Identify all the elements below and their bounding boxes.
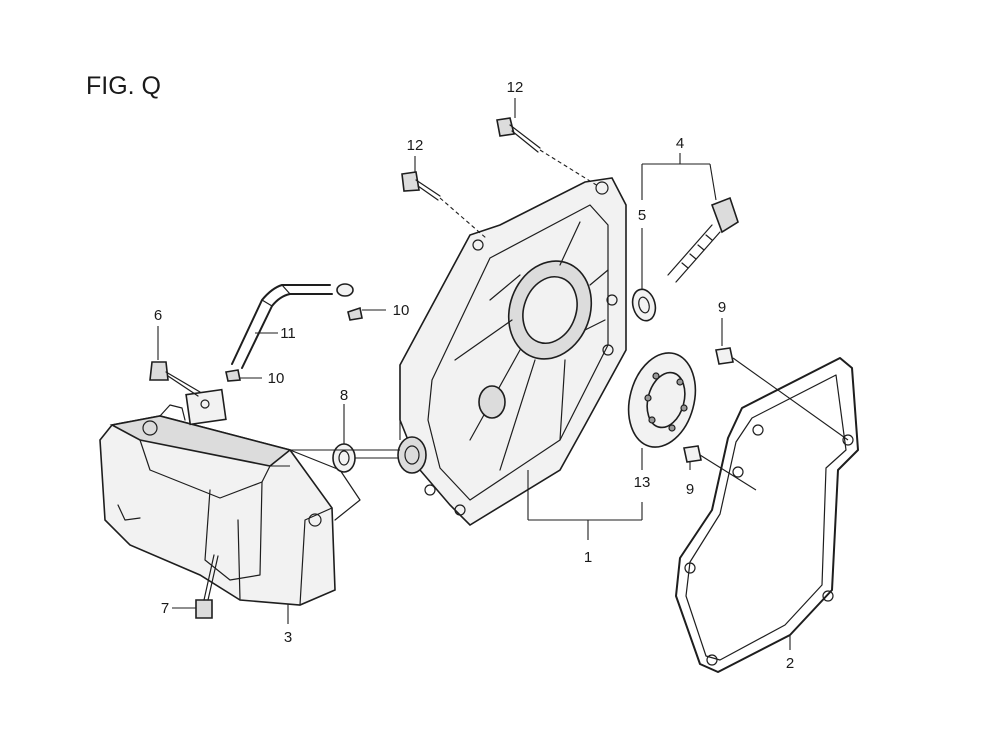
callout-labels: 1 2 3 4 5 6 7 8 9 9 10 10 11 12 12 13 (154, 79, 794, 672)
part-8-washer (332, 443, 356, 473)
part-12-bolt-upper (496, 117, 541, 153)
part-3-housing (99, 388, 361, 606)
callout-4: 4 (676, 135, 684, 152)
callout-12-lower: 12 (407, 137, 424, 154)
callout-12-upper: 12 (507, 79, 524, 96)
leader-lines (157, 98, 849, 650)
callout-2: 2 (786, 655, 794, 672)
part-9-pin-upper (715, 347, 734, 365)
part-10-clip-upper (347, 306, 363, 321)
part-4-dipstick (667, 196, 739, 283)
part-2-gasket (675, 357, 859, 673)
callout-5: 5 (638, 207, 646, 224)
callout-13: 13 (634, 474, 651, 491)
callout-9-upper: 9 (718, 299, 726, 316)
part-6-bolt (149, 361, 201, 397)
part-13-bearing (627, 352, 697, 448)
callout-8: 8 (340, 387, 348, 404)
part-1-crankcase-cover (397, 177, 627, 527)
callout-9-lower: 9 (686, 481, 694, 498)
callout-3: 3 (284, 629, 292, 646)
callout-11: 11 (280, 325, 296, 342)
callout-10-lower: 10 (268, 370, 285, 387)
callout-7: 7 (161, 600, 169, 617)
part-7-bolt (195, 554, 219, 619)
figure-title: FIG. Q (86, 72, 161, 100)
callout-1: 1 (584, 549, 592, 566)
part-10-clip-lower (225, 369, 241, 382)
callout-6: 6 (154, 307, 162, 324)
part-12-bolt-lower (401, 171, 441, 201)
callout-10-upper: 10 (393, 302, 410, 319)
part-11-tube (231, 283, 354, 369)
part-9-pin-lower (683, 445, 702, 463)
part-5-oring (631, 288, 657, 322)
